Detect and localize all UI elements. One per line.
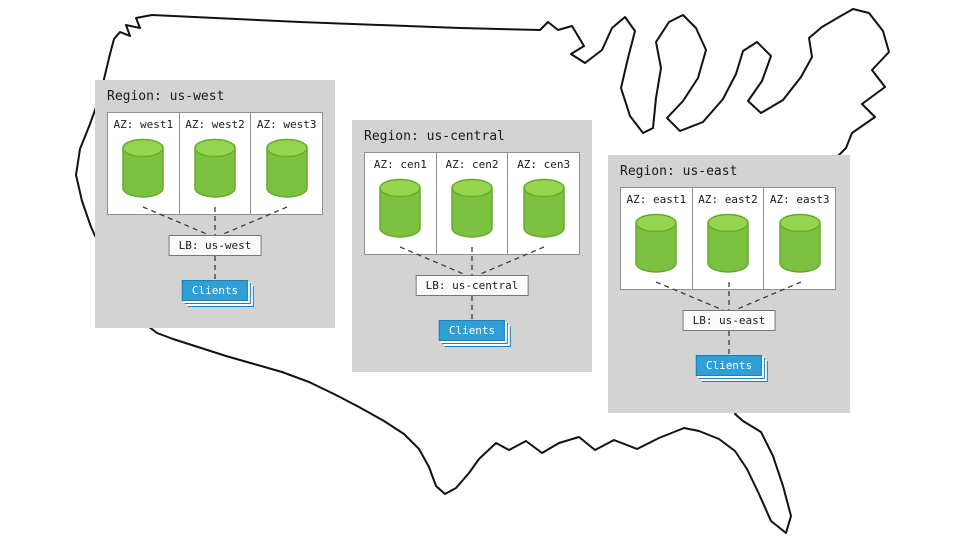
region-title: Region: us-west xyxy=(107,89,225,104)
load-balancer-box: LB: us-central xyxy=(415,275,529,296)
az-group: AZ: cen1 AZ: cen2 AZ: cen3 xyxy=(364,152,580,255)
clients-box: Clients xyxy=(181,280,249,301)
database-cylinder-icon xyxy=(194,138,236,198)
az-cell: AZ: cen2 xyxy=(437,153,509,254)
az-cell: AZ: west3 xyxy=(251,113,322,214)
az-cell: AZ: east3 xyxy=(764,188,835,289)
region-card-us-east: Region: us-east AZ: east1 AZ: east2 AZ: … xyxy=(608,155,850,413)
database-cylinder-icon xyxy=(707,213,749,273)
region-card-us-central: Region: us-central AZ: cen1 AZ: cen2 AZ:… xyxy=(352,120,592,372)
clients-box: Clients xyxy=(438,320,506,341)
clients-box: Clients xyxy=(695,355,763,376)
az-label: AZ: cen3 xyxy=(517,158,571,171)
database-cylinder-icon xyxy=(265,138,308,198)
az-label: AZ: east3 xyxy=(769,193,830,206)
database-cylinder-icon xyxy=(635,213,678,273)
az-label: AZ: west1 xyxy=(113,118,174,131)
az-label: AZ: west2 xyxy=(185,118,245,131)
az-label: AZ: east2 xyxy=(698,193,758,206)
az-group: AZ: east1 AZ: east2 AZ: east3 xyxy=(620,187,836,290)
az-cell: AZ: cen1 xyxy=(365,153,437,254)
region-title: Region: us-central xyxy=(364,129,505,144)
az-label: AZ: cen1 xyxy=(373,158,427,171)
load-balancer-box: LB: us-west xyxy=(168,235,262,256)
database-cylinder-icon xyxy=(122,138,165,198)
database-cylinder-icon xyxy=(379,178,422,238)
az-cell: AZ: west2 xyxy=(180,113,252,214)
az-cell: AZ: west1 xyxy=(108,113,180,214)
az-label: AZ: east1 xyxy=(626,193,687,206)
database-cylinder-icon xyxy=(522,178,565,238)
az-label: AZ: cen2 xyxy=(445,158,499,171)
az-cell: AZ: cen3 xyxy=(508,153,579,254)
az-label: AZ: west3 xyxy=(256,118,317,131)
region-card-us-west: Region: us-west AZ: west1 AZ: west2 AZ: … xyxy=(95,80,335,328)
az-cell: AZ: east1 xyxy=(621,188,693,289)
az-group: AZ: west1 AZ: west2 AZ: west3 xyxy=(107,112,323,215)
database-cylinder-icon xyxy=(778,213,821,273)
region-title: Region: us-east xyxy=(620,164,738,179)
load-balancer-box: LB: us-east xyxy=(682,310,776,331)
az-cell: AZ: east2 xyxy=(693,188,765,289)
database-cylinder-icon xyxy=(451,178,493,238)
